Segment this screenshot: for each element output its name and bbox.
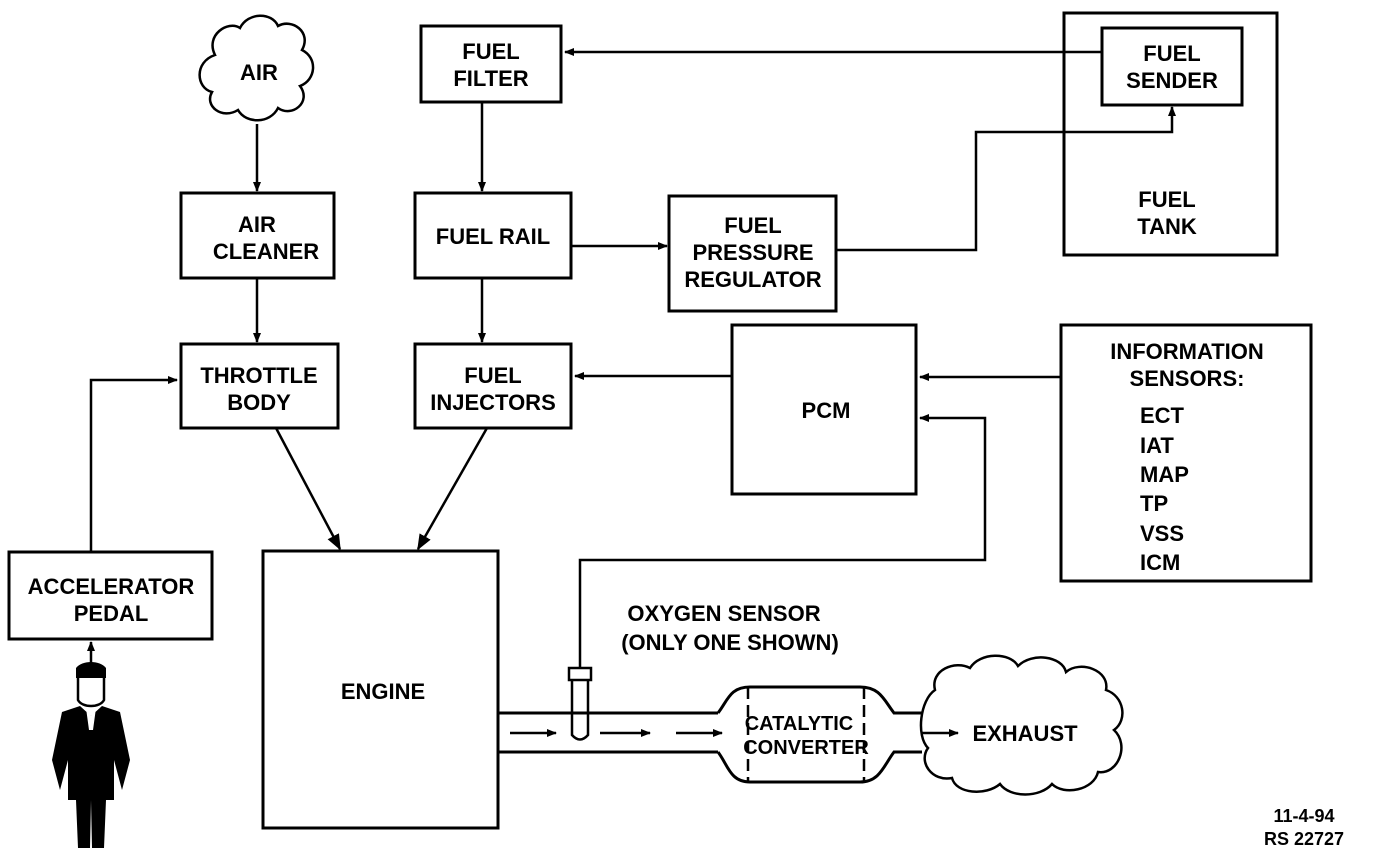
figure-ref-number: RS 22727 xyxy=(1264,829,1344,849)
connectors xyxy=(89,48,1176,668)
sensor-item-ect: ECT xyxy=(1140,403,1185,428)
info-sensors-line-2: SENSORS: xyxy=(1130,366,1245,391)
fuel-pressure-regulator-box: FUEL PRESSURE REGULATOR xyxy=(667,194,838,313)
oxygen-sensor-line-1: OXYGEN SENSOR xyxy=(627,601,820,626)
oxygen-sensor: OXYGEN SENSOR (ONLY ONE SHOWN) xyxy=(567,601,839,741)
sensor-item-map: MAP xyxy=(1140,462,1189,487)
accelerator-pedal-box: ACCELERATOR PEDAL xyxy=(7,550,214,641)
catalytic-converter-line-1: CATALYTIC xyxy=(745,713,854,735)
fuel-rail-label: FUEL RAIL xyxy=(436,224,550,249)
fuel-injectors-box: FUEL INJECTORS xyxy=(413,342,573,430)
sensor-item-vss: VSS xyxy=(1140,521,1184,546)
catalytic-converter: CATALYTIC CONVERTER xyxy=(716,685,922,784)
exhaust-label: EXHAUST xyxy=(972,721,1078,746)
fuel-tank-line-1: FUEL xyxy=(1138,187,1195,212)
air-cleaner-line-1: AIR xyxy=(238,212,276,237)
fpr-line-1: FUEL xyxy=(724,213,781,238)
fuel-injectors-line-2: INJECTORS xyxy=(430,390,556,415)
fuel-sender-line-2: SENDER xyxy=(1126,68,1218,93)
air-cleaner-box: AIR CLEANER xyxy=(179,191,336,280)
sensor-item-tp: TP xyxy=(1140,491,1168,516)
engine-box: ENGINE xyxy=(261,549,500,830)
fuel-injectors-line-1: FUEL xyxy=(464,363,521,388)
fuel-sender-line-1: FUEL xyxy=(1143,41,1200,66)
sensor-item-iat: IAT xyxy=(1140,433,1174,458)
fuel-filter-box: FUEL FILTER xyxy=(419,24,563,104)
pcm-box: PCM xyxy=(730,323,918,496)
accelerator-pedal-line-2: PEDAL xyxy=(74,601,149,626)
throttle-body-line-1: THROTTLE xyxy=(200,363,317,388)
accelerator-pedal-line-1: ACCELERATOR xyxy=(28,574,195,599)
fuel-filter-line-2: FILTER xyxy=(453,66,528,91)
air-cloud: AIR xyxy=(198,14,315,122)
fuel-rail-box: FUEL RAIL xyxy=(413,191,573,280)
exhaust-pipe xyxy=(498,711,723,754)
figure-reference: 11-4-94 RS 22727 xyxy=(1264,806,1344,849)
engine-label: ENGINE xyxy=(341,679,425,704)
air-label: AIR xyxy=(240,60,278,85)
fuel-sender-box: FUEL SENDER xyxy=(1100,26,1244,107)
fpr-line-2: PRESSURE xyxy=(692,240,813,265)
information-sensors-box: INFORMATION SENSORS: ECT IAT MAP TP VSS … xyxy=(1059,323,1313,583)
throttle-body-box: THROTTLE BODY xyxy=(179,342,340,430)
fuel-tank-line-2: TANK xyxy=(1137,214,1197,239)
fpr-line-3: REGULATOR xyxy=(684,267,821,292)
throttle-body-line-2: BODY xyxy=(227,390,291,415)
driver-person-icon xyxy=(52,641,130,848)
exhaust-cloud: EXHAUST xyxy=(919,654,1124,796)
pcm-label: PCM xyxy=(802,398,851,423)
figure-date: 11-4-94 xyxy=(1273,806,1334,826)
air-cleaner-line-2: CLEANER xyxy=(213,239,319,264)
fuel-filter-line-1: FUEL xyxy=(462,39,519,64)
info-sensors-line-1: INFORMATION xyxy=(1110,339,1264,364)
catalytic-converter-line-2: CONVERTER xyxy=(743,737,869,759)
oxygen-sensor-line-2: (ONLY ONE SHOWN) xyxy=(621,630,839,655)
sensor-item-icm: ICM xyxy=(1140,550,1180,575)
